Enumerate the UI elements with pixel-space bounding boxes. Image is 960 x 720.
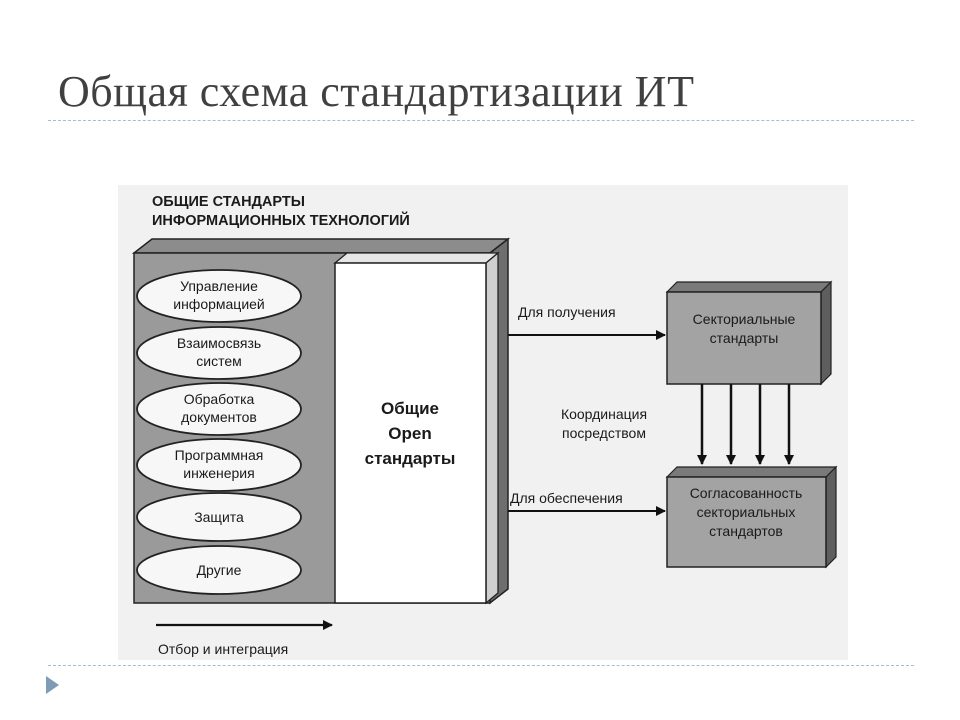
- arrow-receive-label: Для получения: [518, 304, 616, 320]
- header-line-1: ОБЩИЕ СТАНДАРТЫ: [152, 194, 305, 210]
- open-box-line-2: Open: [388, 424, 431, 443]
- slide-title: Общая схема стандартизации ИТ: [58, 67, 695, 116]
- oval-text: Другие: [197, 562, 242, 578]
- diagram-panel: ОБЩИЕ СТАНДАРТЫ ИНФОРМАЦИОННЫХ ТЕХНОЛОГИ…: [118, 185, 848, 660]
- sectoral-line-2: стандарты: [710, 330, 779, 346]
- oval-text: информацией: [173, 296, 265, 312]
- sectoral-standards-box: Секториальные стандарты: [665, 280, 833, 386]
- consistency-box: Согласованность секториальных стандартов: [665, 465, 838, 569]
- title-divider: [48, 120, 914, 121]
- oval-text: Взаимосвязь: [177, 335, 261, 351]
- footer-divider: [48, 665, 914, 666]
- oval-programmnaya: Программная инженерия: [136, 438, 302, 492]
- oval-text: Обработка: [184, 391, 255, 407]
- oval-text: Управление: [180, 278, 258, 294]
- oval-text: инженерия: [183, 465, 254, 481]
- consistency-line-3: стандартов: [709, 523, 783, 539]
- arrow-provide-label: Для обеспечения: [510, 490, 623, 506]
- oval-text: Защита: [194, 509, 244, 525]
- coordination-line-2: посредством: [562, 425, 646, 441]
- block-top-face: [131, 238, 511, 254]
- oval-text: систем: [196, 353, 242, 369]
- oval-drugie: Другие: [136, 545, 302, 595]
- oval-text: Программная: [175, 447, 264, 463]
- sectoral-line-1: Секториальные: [693, 311, 796, 327]
- coordination-line-1: Координация: [561, 406, 647, 422]
- header-line-2: ИНФОРМАЦИОННЫХ ТЕХНОЛОГИЙ: [152, 211, 410, 229]
- oval-vzaimosvyaz: Взаимосвязь систем: [136, 326, 302, 380]
- open-box-line-3: стандарты: [365, 449, 456, 468]
- oval-text: документов: [181, 409, 257, 425]
- consistency-line-2: секториальных: [697, 504, 796, 520]
- open-standards-box: Общие Open стандарты: [333, 251, 500, 605]
- consistency-line-1: Согласованность: [690, 485, 803, 501]
- standardization-diagram: ОБЩИЕ СТАНДАРТЫ ИНФОРМАЦИОННЫХ ТЕХНОЛОГИ…: [131, 194, 838, 657]
- selection-label: Отбор и интеграция: [158, 641, 288, 657]
- oval-obrabotka: Обработка документов: [136, 382, 302, 436]
- oval-upravlenie: Управление информацией: [136, 269, 302, 323]
- bullet-triangle-icon: [46, 676, 59, 694]
- oval-zashchita: Защита: [136, 492, 302, 542]
- open-box-line-1: Общие: [381, 399, 439, 418]
